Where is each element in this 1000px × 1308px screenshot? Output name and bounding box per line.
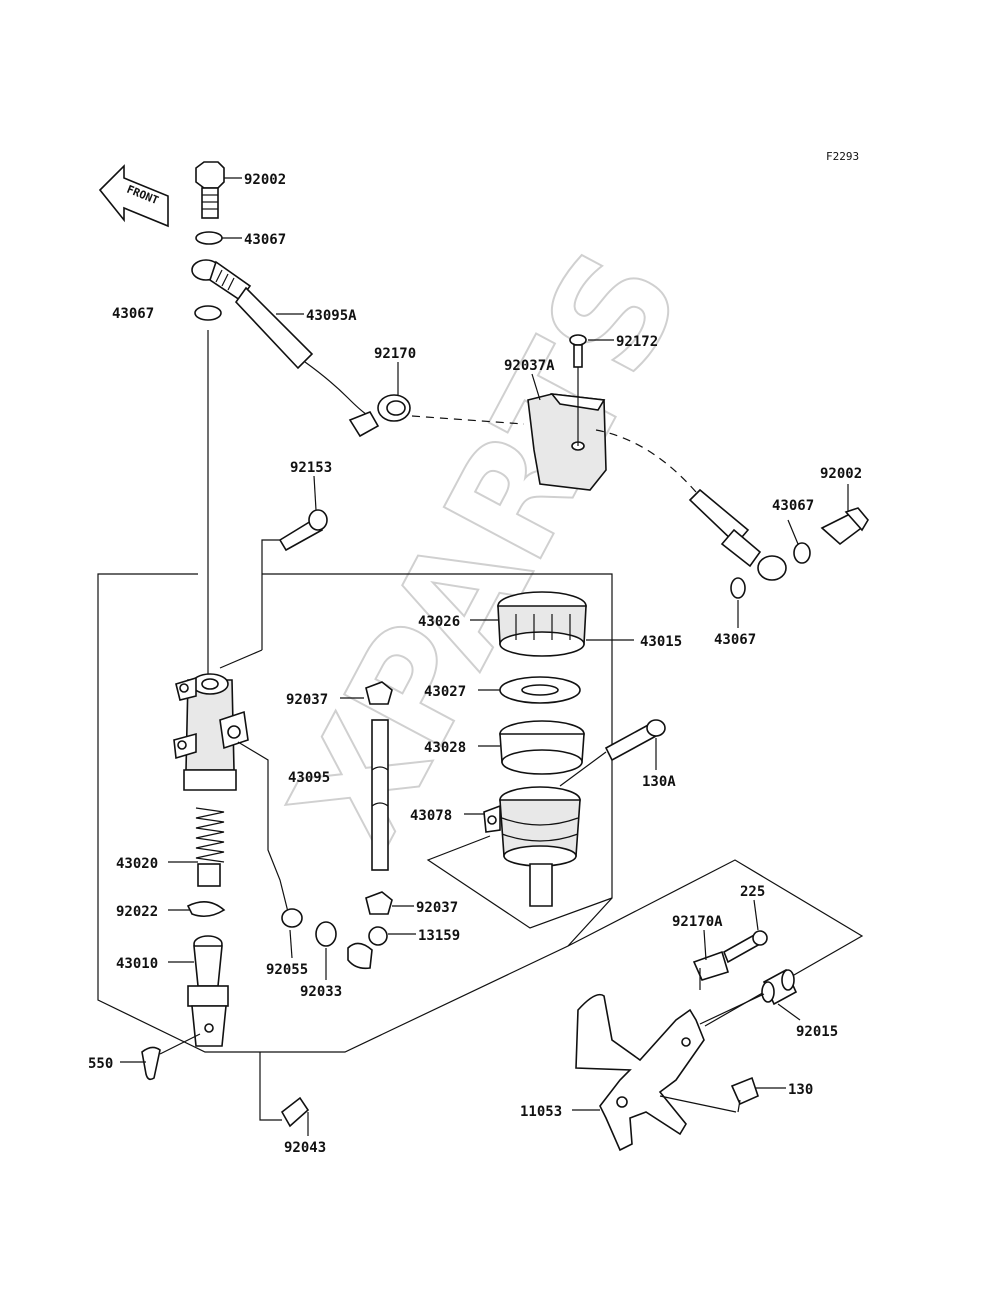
front-arrow-icon: FRONT xyxy=(98,164,169,228)
label-13159: 13159 xyxy=(418,928,460,944)
label-130A: 130A xyxy=(642,774,676,790)
label-550: 550 xyxy=(88,1056,113,1072)
label-92172: 92172 xyxy=(616,334,658,350)
circlip-92022 xyxy=(186,901,226,918)
label-130: 130 xyxy=(788,1082,813,1098)
assembly-frame-left-bracket xyxy=(219,649,263,669)
cap-43026 xyxy=(497,591,587,657)
circlip-92033 xyxy=(315,921,337,947)
washer-43067-right-a xyxy=(793,542,811,564)
label-43067-top: 43067 xyxy=(244,232,286,248)
assembly-frame-inner xyxy=(261,539,284,650)
label-92043: 92043 xyxy=(284,1140,326,1156)
label-92153: 92153 xyxy=(290,460,332,476)
bolt-130 xyxy=(730,1076,759,1113)
hose-end-right xyxy=(688,488,787,581)
washer-43067-left xyxy=(194,305,222,321)
bushing-92015 xyxy=(761,968,798,1006)
bolt-92002-right xyxy=(820,507,869,546)
diaphragm-43028 xyxy=(499,720,585,775)
label-43078: 43078 xyxy=(410,808,452,824)
label-92037-top: 92037 xyxy=(286,692,328,708)
label-11053: 11053 xyxy=(520,1104,562,1120)
label-43020: 43020 xyxy=(116,856,158,872)
label-43028: 43028 xyxy=(424,740,466,756)
guide-92037A xyxy=(527,392,607,491)
label-92170A: 92170A xyxy=(672,914,723,930)
pedal-bracket-11053 xyxy=(575,993,765,1152)
o-ring-92055 xyxy=(281,908,303,928)
label-43027: 43027 xyxy=(424,684,466,700)
pin-92043 xyxy=(259,1052,310,1128)
label-92022: 92022 xyxy=(116,904,158,920)
clip-92037-bottom xyxy=(365,891,393,915)
pushrod-bolt-92153 xyxy=(278,509,328,552)
bolt-225 xyxy=(722,930,768,964)
label-92015: 92015 xyxy=(796,1024,838,1040)
screw-92172 xyxy=(569,334,587,446)
nut-92170A xyxy=(692,950,729,990)
label-92033: 92033 xyxy=(300,984,342,1000)
label-43067-right-a: 43067 xyxy=(772,498,814,514)
figure-code: F2293 xyxy=(826,150,859,163)
label-225: 225 xyxy=(740,884,765,900)
washer-43067-top xyxy=(195,231,223,245)
washer-43067-right-b xyxy=(730,577,746,599)
label-43026: 43026 xyxy=(418,614,460,630)
master-cylinder-body xyxy=(173,673,249,791)
assembly-frame-outer xyxy=(97,573,613,1053)
label-92037A: 92037A xyxy=(504,358,555,374)
label-43067-left: 43067 xyxy=(112,306,154,322)
clip-92037-top xyxy=(365,681,393,705)
clamp-92170 xyxy=(348,394,411,438)
hose-to-body-line xyxy=(237,741,289,913)
label-92055: 92055 xyxy=(266,962,308,978)
label-43095: 43095 xyxy=(288,770,330,786)
label-92002-right: 92002 xyxy=(820,466,862,482)
label-92002-top: 92002 xyxy=(244,172,286,188)
fitting-13159 xyxy=(347,926,388,970)
label-43010: 43010 xyxy=(116,956,158,972)
piston-43010 xyxy=(187,935,229,1047)
plate-43027 xyxy=(499,676,581,704)
bolt-92002-top xyxy=(195,161,225,219)
hose-route-line xyxy=(411,415,525,425)
leader-lines xyxy=(120,177,849,1136)
label-92170: 92170 xyxy=(374,346,416,362)
cotter-pin-550 xyxy=(141,1046,161,1081)
spring-43020 xyxy=(195,807,225,887)
label-43067-right-b: 43067 xyxy=(714,632,756,648)
reservoir-43078 xyxy=(483,786,581,907)
label-43095A: 43095A xyxy=(306,308,357,324)
hose-43095A xyxy=(191,259,367,415)
hose-route-line-right xyxy=(595,429,697,493)
reservoir-hose-43095 xyxy=(371,719,389,871)
reservoir-frame xyxy=(426,835,613,929)
label-92037-bottom: 92037 xyxy=(416,900,458,916)
bolt-130A xyxy=(559,719,666,787)
label-43015: 43015 xyxy=(640,634,682,650)
